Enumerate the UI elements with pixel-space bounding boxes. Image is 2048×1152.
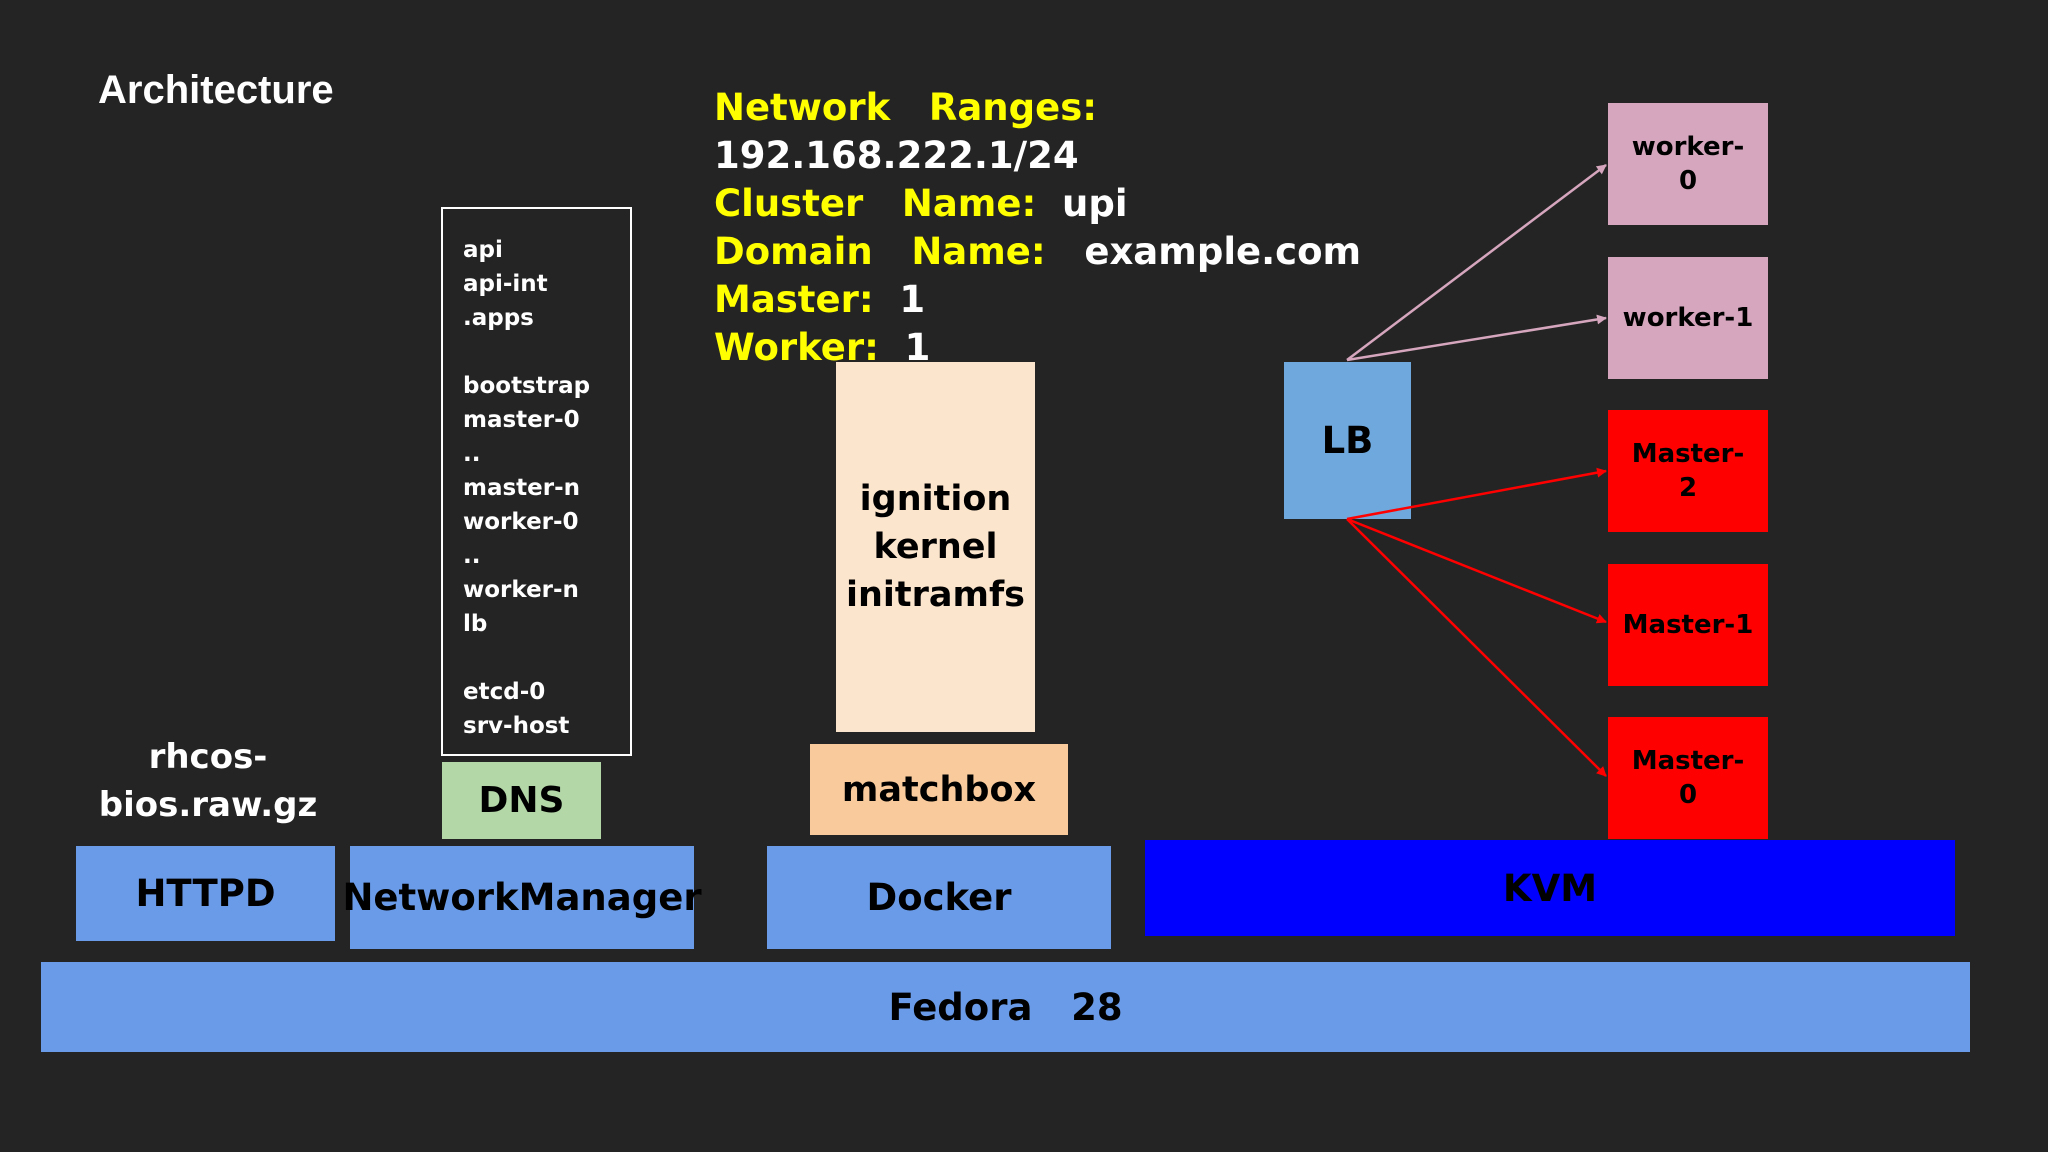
dns-record: etcd-0 — [463, 679, 546, 705]
networkmanager-label: NetworkManager — [342, 876, 702, 919]
master-1-label: Master-1 — [1622, 610, 1754, 640]
httpd-box: HTTPD — [76, 846, 335, 941]
info-row-worker: Worker: 1 — [714, 324, 1361, 372]
info-key: Network Ranges: — [714, 86, 1098, 129]
dns-label: DNS — [478, 780, 565, 821]
rhcos-line: rhcos- — [148, 737, 268, 777]
httpd-label: HTTPD — [135, 872, 276, 915]
ignition-line: ignition — [859, 479, 1012, 519]
ignition-line: initramfs — [845, 575, 1026, 615]
info-value: 1 — [878, 326, 931, 369]
dns-records-list: api api-int .apps bootstrap master-0 .. … — [441, 207, 632, 756]
networkmanager-box: NetworkManager — [342, 846, 702, 949]
dns-record: srv-host — [463, 713, 570, 739]
fedora-label: Fedora 28 — [888, 985, 1123, 1029]
info-value: example.com — [1045, 230, 1362, 273]
dns-record: master-0 — [463, 407, 580, 433]
dns-box: DNS — [442, 762, 601, 839]
dns-record: worker-0 — [463, 509, 579, 535]
master-2-line: Master- — [1631, 439, 1745, 469]
master-2-box: Master- 2 — [1608, 410, 1768, 532]
rhcos-image-label: rhcos- bios.raw.gz — [92, 733, 324, 829]
info-value: upi — [1036, 182, 1128, 225]
ignition-line: kernel — [873, 527, 998, 567]
master-0-line: 0 — [1678, 780, 1698, 810]
master-0-line: Master- — [1631, 746, 1745, 776]
network-info: Network Ranges: 192.168.222.1/24 Cluster… — [714, 84, 1361, 372]
dns-record: bootstrap — [463, 373, 591, 399]
worker-0-box: worker- 0 — [1608, 103, 1768, 225]
matchbox-box: matchbox — [810, 744, 1068, 835]
ignition-artifacts: ignition kernel initramfs — [846, 475, 1025, 619]
info-key: Master: — [714, 278, 874, 321]
page-title: Architecture — [98, 68, 334, 112]
kvm-box: KVM — [1145, 840, 1955, 936]
dns-record: lb — [463, 611, 488, 637]
dns-record: api-int — [463, 271, 548, 297]
docker-box: Docker — [767, 846, 1111, 949]
worker-1-box: worker-1 — [1608, 257, 1768, 379]
worker-0-line: 0 — [1678, 166, 1698, 196]
dns-record-spacer — [463, 641, 630, 675]
info-value: 192.168.222.1/24 — [714, 134, 1079, 177]
rhcos-line: bios.raw.gz — [98, 785, 318, 825]
matchbox-label: matchbox — [841, 769, 1037, 810]
dns-record-spacer — [463, 335, 630, 369]
kvm-label: KVM — [1502, 866, 1598, 910]
info-row-range-value: 192.168.222.1/24 — [714, 132, 1361, 180]
lb-box: LB — [1284, 362, 1411, 519]
master-1-box: Master-1 — [1608, 564, 1768, 686]
fedora-box: Fedora 28 — [41, 962, 1970, 1052]
info-key: Cluster Name: — [714, 182, 1037, 225]
dns-record: .. — [463, 441, 481, 467]
master-0-box: Master- 0 — [1608, 717, 1768, 839]
arrow-lb-to-worker-1 — [1346, 314, 1607, 362]
dns-record: master-n — [463, 475, 581, 501]
info-row-master: Master: 1 — [714, 276, 1361, 324]
arrow-lb-to-worker-0 — [1346, 164, 1607, 361]
info-row-network-ranges: Network Ranges: — [714, 84, 1361, 132]
dns-record: worker-n — [463, 577, 579, 603]
worker-1-label: worker-1 — [1622, 303, 1754, 333]
info-row-domain-name: Domain Name: example.com — [714, 228, 1361, 276]
info-key: Worker: — [714, 326, 879, 369]
info-value: 1 — [873, 278, 926, 321]
lb-label: LB — [1321, 419, 1374, 462]
master-2-line: 2 — [1678, 473, 1698, 503]
dns-record: .apps — [463, 305, 534, 331]
worker-0-line: worker- — [1631, 132, 1745, 162]
dns-record: api — [463, 237, 503, 263]
dns-record: .. — [463, 543, 481, 569]
arrow-lb-to-master-0 — [1346, 518, 1607, 777]
info-key: Domain Name: — [714, 230, 1046, 273]
arrow-lb-to-master-1 — [1346, 517, 1607, 624]
docker-label: Docker — [866, 876, 1012, 919]
info-row-cluster-name: Cluster Name: upi — [714, 180, 1361, 228]
ignition-box: ignition kernel initramfs — [836, 362, 1035, 732]
